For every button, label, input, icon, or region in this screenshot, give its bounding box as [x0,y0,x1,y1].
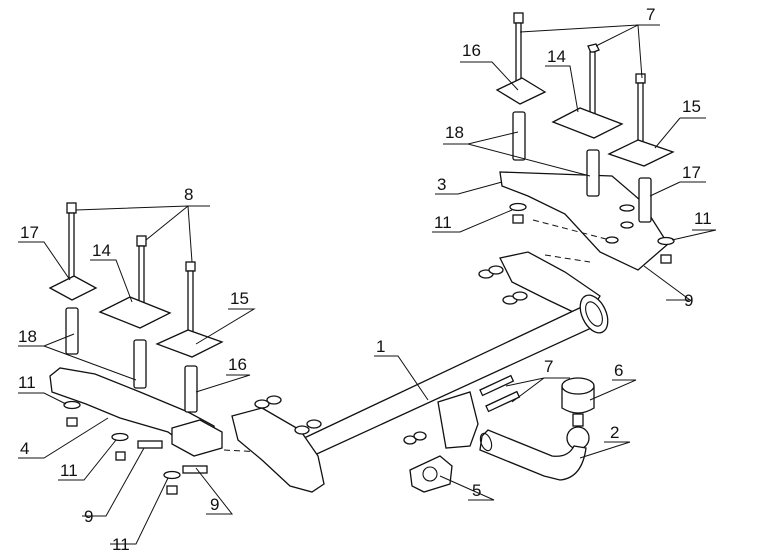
nut [166,485,178,495]
callout-3: 3 [437,175,446,194]
callout-7: 8 [184,185,193,204]
callout-9: 9 [210,495,219,514]
callout-16: 16 [462,41,481,60]
leader-lines [18,24,717,545]
bolt [182,465,208,474]
callout-7: 7 [646,5,655,24]
spacer-tube [65,307,79,355]
callout-9: 9 [684,291,693,310]
callout-11: 11 [434,213,452,232]
callout-18: 18 [445,123,464,142]
left-bracket-assembly [48,202,263,495]
spacer-tube [184,365,198,413]
callout-labels: 7 16 14 15 18 3 17 11 11 9 8 17 14 15 18… [18,5,712,554]
nut [512,214,524,224]
main-crossbar [231,251,609,493]
stud-bolt [185,261,196,336]
callout-5: 5 [472,481,481,500]
callout-9: 9 [84,507,93,526]
mounting-bolts [479,374,521,413]
spacer-tube [638,177,652,223]
callout-15: 15 [682,97,701,116]
side-bracket-3 [499,171,669,271]
washer [657,236,675,246]
square-plate-15 [607,139,675,167]
nut [66,417,78,427]
tow-ball [561,377,595,450]
stud-bolt [136,235,147,309]
square-plate-14 [98,296,172,329]
stud-bolt [66,202,77,284]
callout-8: 7 [544,357,553,376]
callout-11: 11 [112,535,130,554]
callout-14: 14 [547,47,566,66]
stud-bolt [513,12,524,86]
callout-11: 11 [694,209,712,228]
callout-1: 1 [376,337,385,356]
bolt [137,440,163,449]
spacer-tube [133,339,147,389]
washer [111,432,129,442]
callout-4: 4 [20,439,29,458]
square-plate-14 [551,107,624,139]
callout-6: 6 [614,361,623,380]
washer [63,400,81,410]
square-plate-15 [155,329,224,358]
square-plate-16 [495,77,547,105]
spacer-tube [586,149,600,197]
callout-15: 15 [230,289,249,308]
callout-16: 17 [20,223,39,242]
ball-mount-arm [479,429,587,481]
callout-17: 17 [682,163,701,182]
right-bracket-assembly [495,12,675,271]
callout-11: 11 [60,461,78,480]
nut [115,451,126,461]
callout-17: 16 [228,355,247,374]
callout-2: 2 [610,423,619,442]
callout-14: 14 [92,241,111,260]
callout-11: 11 [18,373,36,392]
stud-bolt [635,73,646,144]
stud-bolt [587,43,600,117]
spacer-tube [512,111,526,161]
socket-plate [409,455,453,493]
callout-18: 18 [18,327,37,346]
nut [660,254,672,264]
washer [509,202,527,212]
washer [163,470,181,480]
square-plate-16 [48,275,98,301]
